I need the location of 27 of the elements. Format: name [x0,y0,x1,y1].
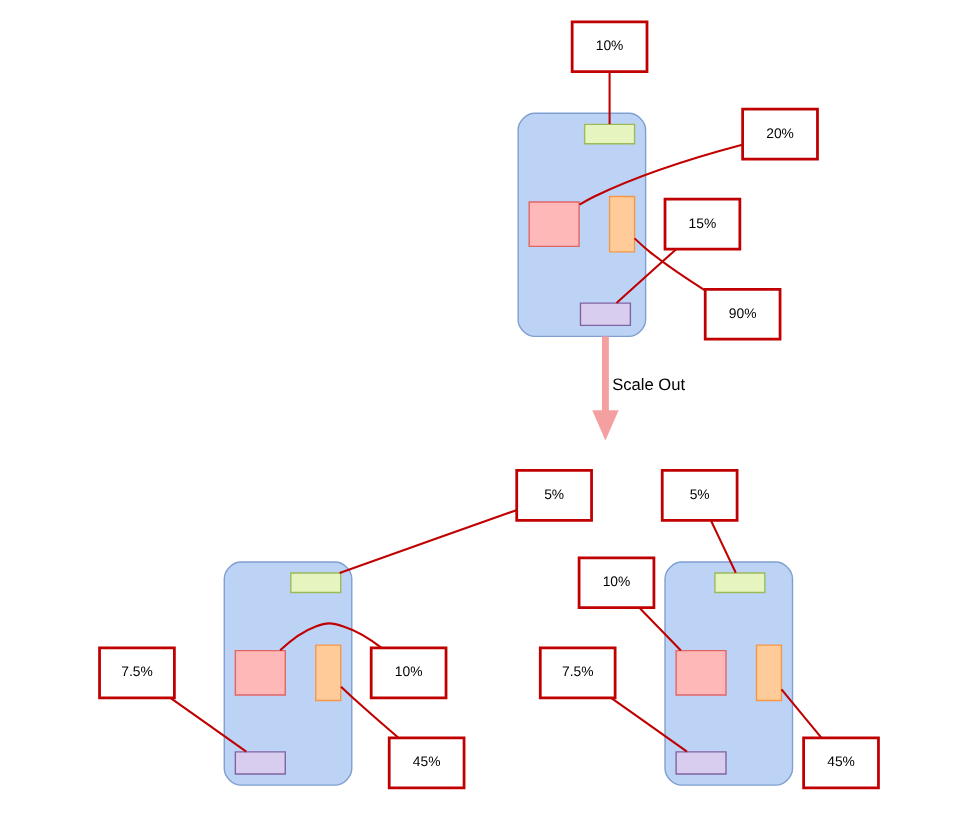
node-box [578,302,631,327]
cluster [222,561,352,786]
node-box [674,751,726,775]
cluster [663,561,793,786]
node-box [674,649,726,696]
node-box [314,644,341,702]
connector [278,622,382,652]
cluster [516,112,646,338]
node-box [233,649,285,696]
node-box [233,751,285,775]
arrow [591,336,618,441]
connector [709,520,736,574]
connector [607,72,610,125]
connector [339,685,398,739]
connector [338,509,516,574]
node-box [289,572,341,594]
node-box [582,123,635,145]
connector [577,143,742,206]
node-box [527,201,579,248]
connector [779,688,822,739]
node-box [754,644,782,702]
connector [637,607,681,652]
connector [632,237,705,292]
node-box [713,572,765,594]
edge-label: Scale Out [611,373,685,394]
node-box [607,195,635,253]
connector [614,248,676,304]
